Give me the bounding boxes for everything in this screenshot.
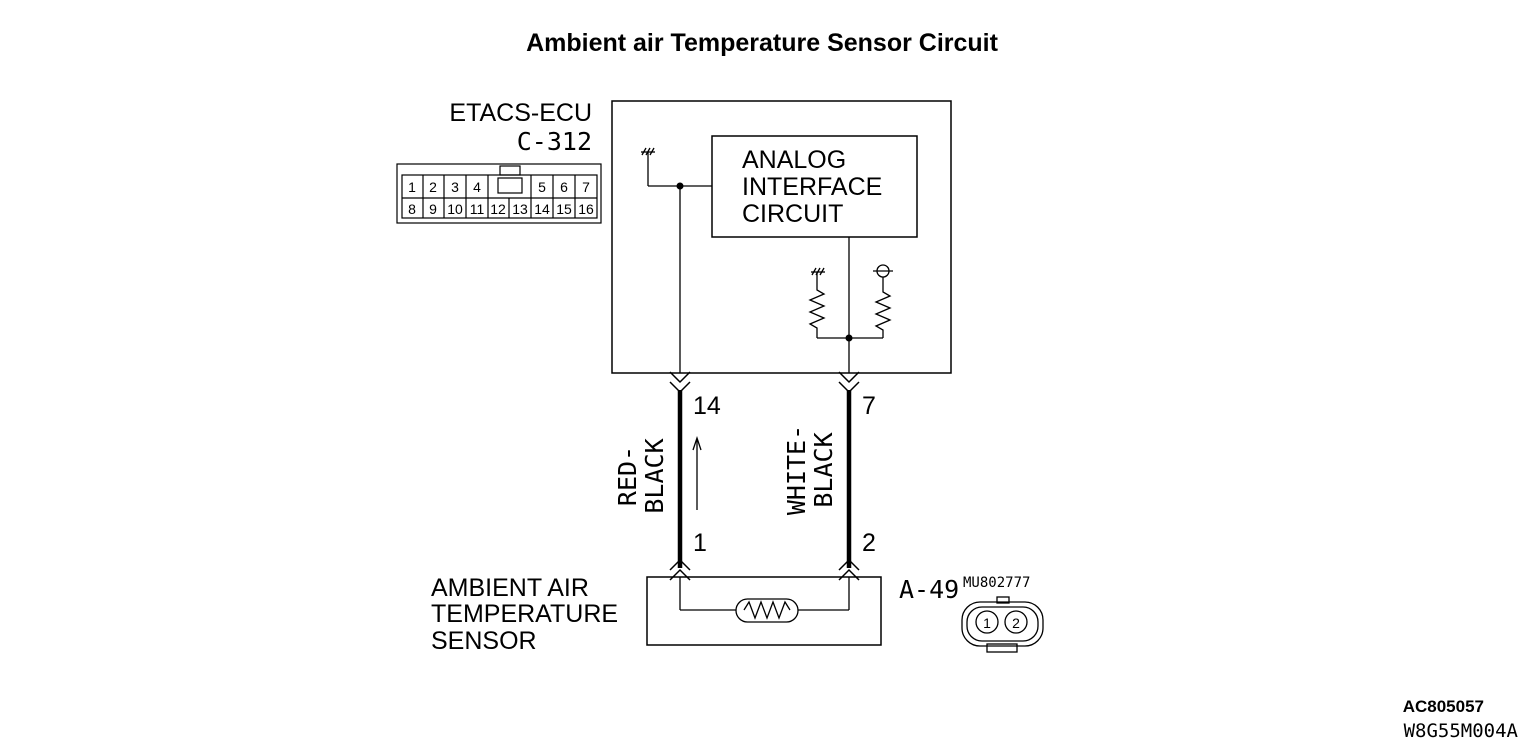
pin-label: 14 [534, 201, 550, 217]
wire-color-line2: BLACK [809, 432, 838, 507]
ecu-name: ETACS-ECU [449, 99, 592, 127]
junction-dot [676, 182, 684, 190]
junction-dot [845, 334, 853, 342]
figure-code-secondary: W8G55M004A [1404, 720, 1519, 742]
pin-label: 16 [578, 201, 594, 217]
figure-code: AC805057 [1403, 697, 1484, 716]
current-direction-arrow-icon [692, 435, 702, 510]
wire-ecu-pin-14: 14 [693, 392, 721, 420]
pin-label: 1 [408, 179, 416, 195]
sensor-part-number: MU802777 [963, 575, 1030, 591]
wire-color-line1: RED- [613, 446, 642, 506]
pin-label: 8 [408, 201, 416, 217]
ground-symbol-icon [641, 147, 655, 186]
power-supply-icon [873, 264, 893, 288]
wire-color-line1: WHITE- [782, 425, 811, 515]
wire-sensor-pin-1: 1 [693, 529, 707, 557]
sensor-name-line2: TEMPERATURE [431, 600, 618, 628]
pin-label: 5 [538, 179, 546, 195]
wire-color-red-black: RED- BLACK [613, 438, 669, 513]
harness-wires [677, 390, 852, 568]
sensor-internal-wiring [679, 577, 850, 611]
sensor-name-line3: SENSOR [431, 627, 537, 655]
sensor-pin-label: 1 [983, 615, 991, 631]
pin-label: 6 [560, 179, 568, 195]
pin-label: 15 [556, 201, 572, 217]
analog-interface-line2: INTERFACE [742, 173, 882, 201]
pin-label: 9 [429, 201, 437, 217]
thermistor-icon [735, 598, 799, 623]
pin-label: 4 [473, 179, 481, 195]
ecu-connector-face [396, 163, 602, 224]
analog-interface-line1: ANALOG [742, 146, 846, 174]
ecu-connector-pins: 1 2 3 4 5 6 7 8 9 10 11 12 13 14 15 16 [408, 179, 594, 217]
sensor-pin-label: 2 [1012, 615, 1020, 631]
pin-label: 7 [582, 179, 590, 195]
ecu-box [611, 100, 952, 374]
wire-ecu-pin-7: 7 [862, 392, 876, 420]
sensor-box [646, 576, 882, 646]
connector-chevron-icon [669, 371, 860, 394]
analog-interface-line3: CIRCUIT [742, 200, 843, 228]
diagram-title: Ambient air Temperature Sensor Circuit [526, 29, 999, 57]
ecu-internal-wiring [648, 185, 883, 373]
wire-sensor-pin-2: 2 [862, 529, 876, 557]
pin-label: 2 [429, 179, 437, 195]
sensor-connector-id: A-49 [899, 575, 959, 604]
sensor-name-line1: AMBIENT AIR [431, 574, 589, 602]
pin-label: 11 [470, 201, 485, 217]
pin-label: 3 [451, 179, 459, 195]
pin-label: 10 [447, 201, 463, 217]
resistor-icon [874, 288, 892, 338]
ecu-connector-id: C-312 [517, 127, 592, 156]
wire-color-white-black: WHITE- BLACK [782, 425, 838, 515]
resistor-icon [808, 272, 826, 338]
pin-label: 13 [512, 201, 528, 217]
ground-symbol-icon [811, 267, 825, 276]
sensor-connector-face [961, 596, 1044, 653]
wire-color-line2: BLACK [640, 438, 669, 513]
pin-label: 12 [490, 201, 506, 217]
